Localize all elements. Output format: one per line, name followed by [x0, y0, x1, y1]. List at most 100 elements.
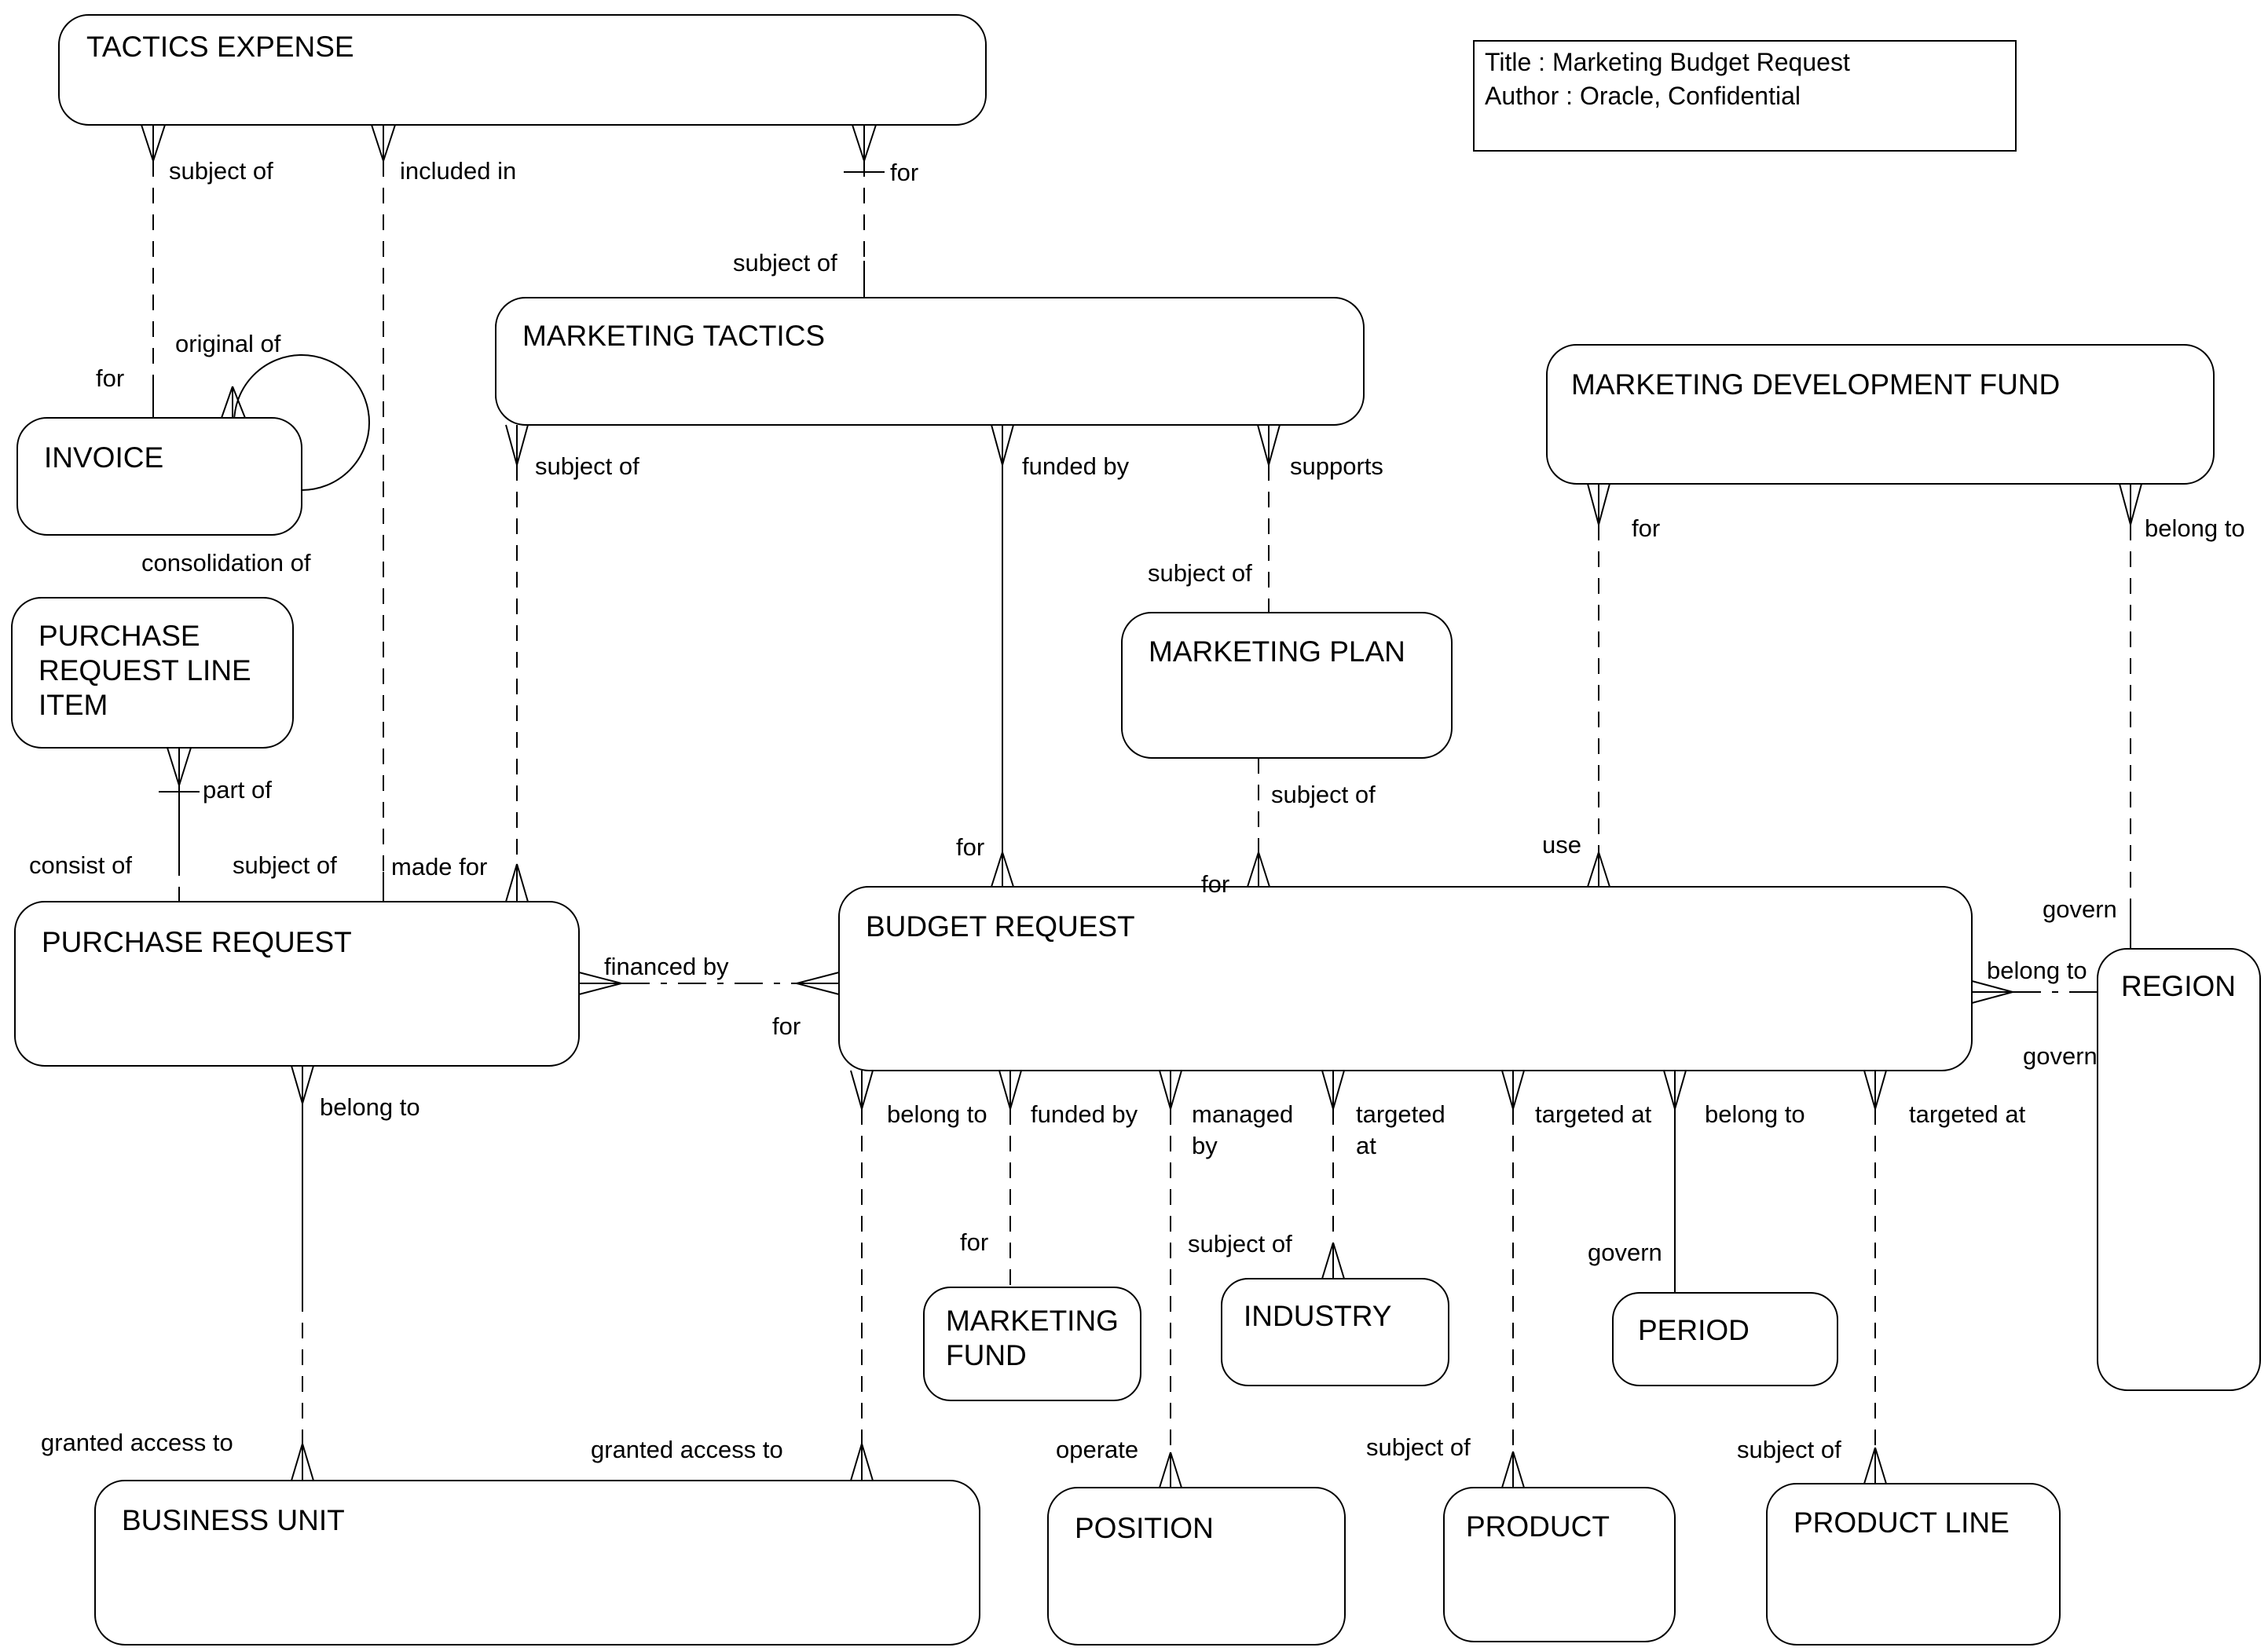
entity-marketing-plan[interactable]: MARKETING PLAN	[1121, 612, 1453, 759]
entity-purchase-request[interactable]: PURCHASE REQUEST	[14, 901, 580, 1067]
rel-label: operate	[1056, 1436, 1138, 1463]
relationship-line-mt-pr[interactable]	[505, 424, 529, 902]
rel-label: subject of	[1148, 559, 1252, 587]
relationship-line-br-industry[interactable]	[1321, 1070, 1345, 1279]
entity-region[interactable]: REGION	[2097, 948, 2261, 1391]
relationship-line-prli-pr[interactable]	[159, 747, 200, 902]
entity-budget-request[interactable]: BUDGET REQUEST	[838, 886, 1973, 1071]
entity-box[interactable]	[16, 417, 302, 536]
rel-label: for	[1632, 514, 1660, 542]
rel-label: govern	[1588, 1239, 1662, 1266]
rel-label: belong to	[2145, 514, 2245, 542]
crows-foot-bottom	[991, 851, 1014, 888]
entity-box[interactable]	[1766, 1483, 2061, 1646]
title-text: Title : Marketing Budget Request	[1485, 48, 1850, 76]
entity-box[interactable]	[94, 1480, 980, 1646]
entity-marketing-development-fund[interactable]: MARKETING DEVELOPMENT FUND	[1546, 344, 2215, 485]
rel-label: granted access to	[591, 1436, 783, 1463]
relationship-line-mdf-br[interactable]	[1587, 483, 1610, 888]
entity-business-unit[interactable]: BUSINESS UNIT	[94, 1480, 980, 1646]
entity-product[interactable]: PRODUCT	[1443, 1487, 1676, 1642]
entity-tactics-expense[interactable]: TACTICS EXPENSE	[58, 14, 987, 126]
entity-label: TACTICS EXPENSE	[86, 31, 354, 63]
rel-label: granted access to	[41, 1429, 233, 1456]
crows-foot-bottom	[850, 1443, 874, 1481]
entity-label: BUDGET REQUEST	[866, 910, 1135, 943]
relationship-line-br-position[interactable]	[1159, 1070, 1182, 1488]
relationship-line-mt-br[interactable]	[991, 424, 1014, 888]
crows-foot	[141, 124, 166, 162]
rel-label: belong to	[1987, 957, 2087, 984]
relationship-line-br-product[interactable]	[1501, 1070, 1525, 1488]
relationship-line-mp-br[interactable]	[1247, 758, 1270, 888]
entity-box[interactable]	[1221, 1278, 1449, 1386]
title-box: Title : Marketing Budget Request Author …	[1473, 40, 2017, 152]
rel-label: subject of	[1271, 781, 1376, 808]
entity-label: PRODUCT LINE	[1794, 1506, 2010, 1539]
entity-box[interactable]	[2097, 948, 2261, 1391]
crows-foot-bottom	[505, 863, 529, 902]
entity-label-line1: MARKETING	[946, 1305, 1119, 1337]
entity-label: REGION	[2121, 970, 2236, 1002]
crows-foot-top	[850, 1070, 874, 1110]
relationship-line-br-period[interactable]	[1663, 1070, 1687, 1293]
entity-box[interactable]	[1121, 612, 1453, 759]
rel-label: for	[890, 159, 918, 186]
entity-box[interactable]	[1546, 344, 2215, 485]
entity-purchase-request-line-item[interactable]: PURCHASE REQUEST LINE ITEM	[11, 597, 294, 749]
rel-label: made for	[391, 853, 487, 880]
entity-box[interactable]	[838, 886, 1973, 1071]
entity-box[interactable]	[14, 901, 580, 1067]
crows-foot-top	[1501, 1070, 1525, 1110]
relationship-line-br-product-line[interactable]	[1863, 1070, 1887, 1484]
entity-box[interactable]	[1047, 1487, 1346, 1646]
entity-label: MARKETING TACTICS	[522, 320, 825, 352]
entity-period[interactable]: PERIOD	[1612, 1292, 1838, 1386]
entity-box[interactable]	[495, 297, 1365, 426]
entity-label-line1: PURCHASE	[38, 620, 200, 652]
rel-label: for	[956, 833, 984, 861]
rel-label: belong to	[320, 1093, 420, 1121]
entity-box[interactable]	[923, 1287, 1141, 1401]
relationship-line-mt-mp[interactable]	[1257, 424, 1281, 613]
rel-label: subject of	[733, 249, 837, 276]
rel-label: subject of	[535, 452, 639, 480]
relationship-line-mdf-region[interactable]	[2119, 483, 2142, 949]
entity-box[interactable]	[1443, 1487, 1676, 1642]
relationship-line-te-mt[interactable]	[844, 124, 885, 298]
entity-label: MARKETING PLAN	[1149, 635, 1405, 668]
relationship-line-te-pr[interactable]	[371, 124, 396, 902]
rel-label: subject of	[233, 851, 337, 879]
rel-label: targeted at	[1535, 1100, 1652, 1128]
entity-invoice[interactable]: INVOICE	[16, 417, 302, 536]
relationship-line-pr-br[interactable]	[578, 972, 840, 995]
entity-industry[interactable]: INDUSTRY	[1221, 1278, 1449, 1386]
crows-foot-top	[291, 1065, 314, 1104]
entity-label: PRODUCT	[1466, 1510, 1610, 1543]
entity-box[interactable]	[1612, 1292, 1838, 1386]
crows-foot	[2119, 483, 2142, 525]
relationship-line-br-bu[interactable]	[850, 1070, 874, 1481]
rel-label: subject of	[1188, 1230, 1292, 1257]
entity-position[interactable]: POSITION	[1047, 1487, 1346, 1646]
entity-marketing-fund[interactable]: MARKETING FUND	[923, 1287, 1141, 1401]
relationship-line-te-invoice[interactable]	[141, 124, 166, 418]
rel-label: targeted	[1356, 1100, 1445, 1128]
rel-label: financed by	[604, 953, 729, 980]
crows-foot	[371, 124, 396, 162]
crows-foot	[852, 124, 877, 162]
crows-foot-bottom	[1501, 1451, 1525, 1488]
relationship-line-pr-bu[interactable]	[291, 1065, 314, 1481]
entity-product-line[interactable]: PRODUCT LINE	[1766, 1483, 2061, 1646]
relationship-line-br-region[interactable]	[1971, 980, 2098, 1004]
entity-box[interactable]	[58, 14, 987, 126]
entity-label: PERIOD	[1638, 1314, 1750, 1346]
rel-label: at	[1356, 1132, 1376, 1159]
entity-label: BUSINESS UNIT	[122, 1504, 345, 1536]
entity-marketing-tactics[interactable]: MARKETING TACTICS	[495, 297, 1365, 426]
rel-label: use	[1542, 831, 1581, 858]
relationship-line-br-mf[interactable]	[998, 1070, 1022, 1287]
entity-box[interactable]	[11, 597, 294, 749]
rel-label: original of	[175, 330, 281, 357]
